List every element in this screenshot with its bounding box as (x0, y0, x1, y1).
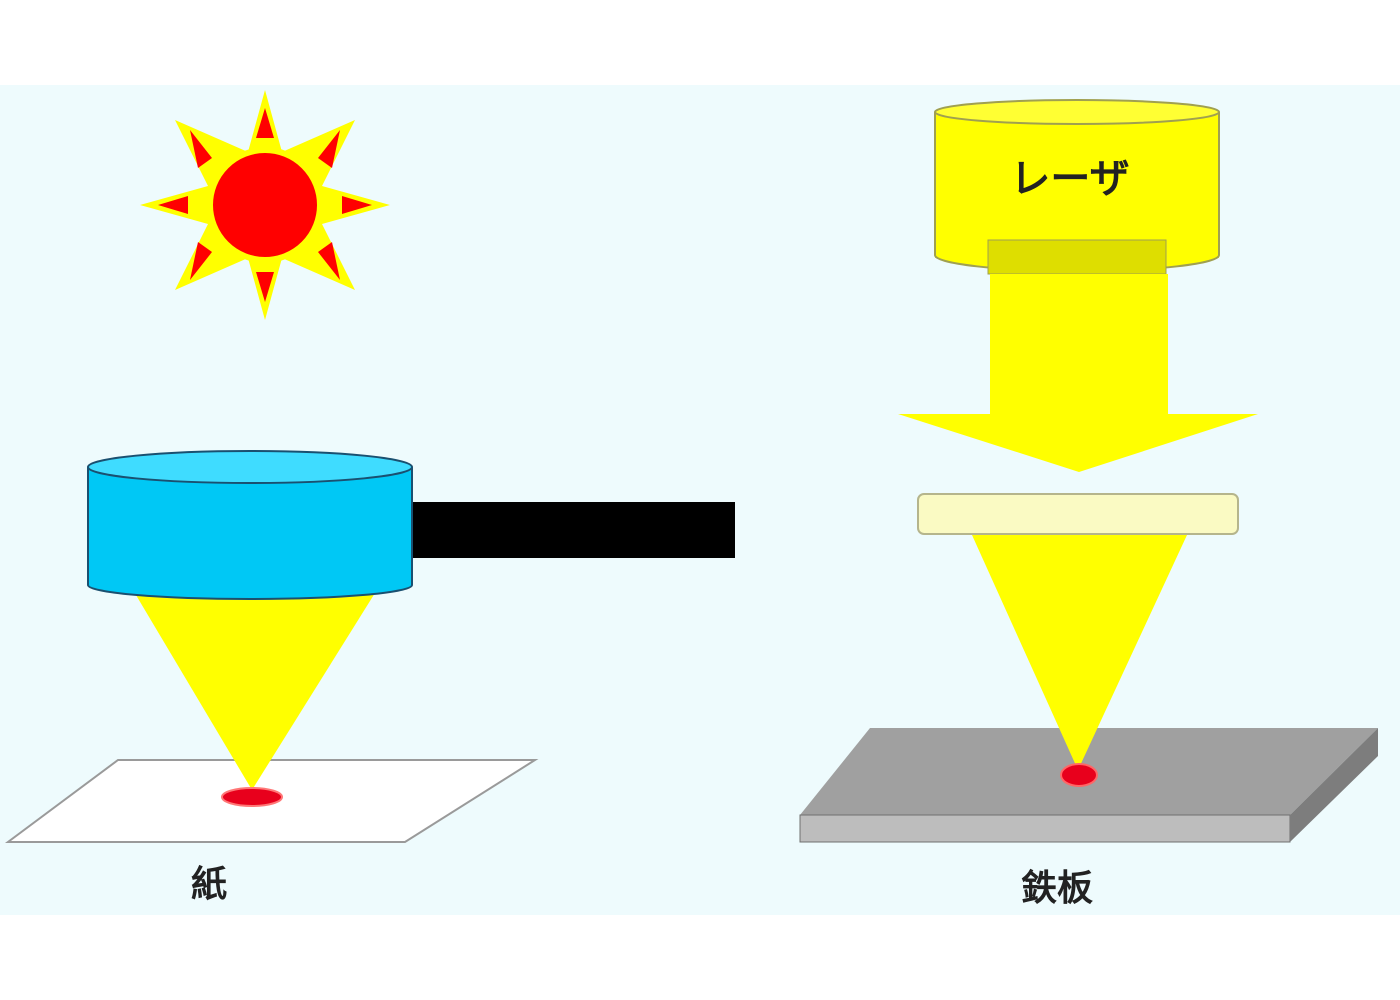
laser-housing (935, 112, 1219, 258)
sun-ray-tip (342, 196, 372, 214)
sun-ray-tip (158, 196, 188, 214)
focusing-lens-body (917, 493, 1239, 535)
magnifying-glass-icon (87, 450, 735, 600)
sun-ray-tip (318, 130, 340, 168)
iron-plate-side (1290, 728, 1378, 842)
magnifier-lens-bottom-edge (87, 584, 413, 600)
laser-housing-top (934, 99, 1220, 125)
sun-ray-tip (318, 242, 340, 280)
sun-icon (140, 90, 390, 320)
focusing-lens (917, 493, 1239, 535)
paper-label: 紙 (191, 864, 227, 905)
laser-device: レーザ (934, 99, 1220, 275)
magnifier-lens-side (88, 467, 412, 585)
sun-ray-tip (256, 272, 274, 302)
laser-cone (972, 535, 1187, 770)
sun-disc (207, 147, 323, 263)
laser-aperture (987, 239, 1167, 275)
iron-plate-label: 鉄板 (1021, 868, 1093, 909)
sun-ray-tip (190, 130, 212, 168)
magnifier-handle (410, 502, 735, 558)
iron-plate-front (799, 814, 1291, 843)
paper-burn-spot (221, 787, 283, 807)
laser-beam-arrow (898, 274, 1258, 472)
magnifier-lens-top (87, 450, 413, 484)
laser-label: レーザ (1010, 156, 1129, 202)
sun-ray-tip (190, 242, 212, 280)
sunlight-cone (130, 585, 380, 790)
iron-burn-spot (1060, 763, 1098, 787)
sun-ray-tip (256, 108, 274, 138)
